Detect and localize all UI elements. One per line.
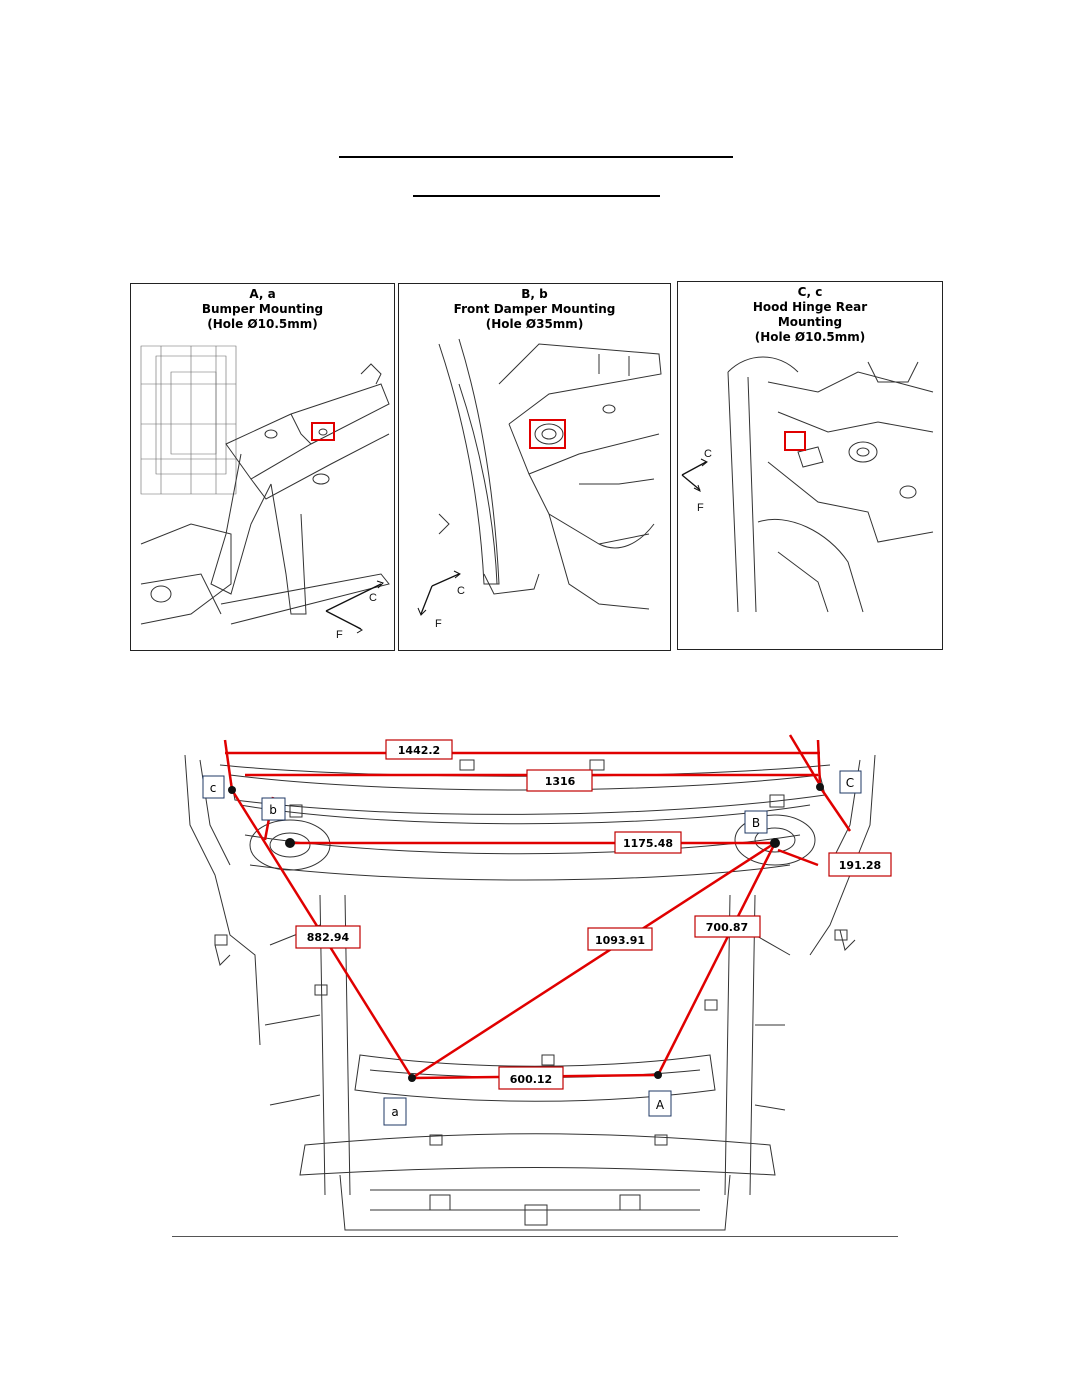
axis-indicator: C F [417, 570, 465, 630]
mounting-highlight-box [784, 431, 806, 451]
panel-front-damper-mounting: B, b Front Damper Mounting (Hole Ø35mm) [398, 283, 671, 651]
panel-a-title: A, a Bumper Mounting (Hole Ø10.5mm) [201, 287, 324, 331]
title-underline-2 [413, 195, 660, 197]
svg-text:C: C [369, 592, 377, 604]
axis-indicator: C F [681, 448, 712, 514]
svg-text:191.28: 191.28 [839, 859, 881, 872]
svg-text:a: a [391, 1105, 398, 1119]
panel-bumper-mounting: A, a Bumper Mounting (Hole Ø10.5mm) [130, 283, 395, 651]
panel-c-title: C, c Hood Hinge Rear Mounting (Hole Ø10.… [752, 285, 868, 344]
svg-text:F: F [697, 502, 704, 514]
front-damper-drawing: C F [417, 338, 662, 630]
axis-indicator: C F [325, 580, 384, 641]
point-label-C-upper: C [839, 770, 862, 794]
svg-text:A: A [656, 1098, 665, 1112]
svg-text:1093.91: 1093.91 [595, 934, 645, 947]
bottom-divider [172, 1236, 898, 1237]
mounting-highlight-box [311, 422, 335, 441]
svg-text:600.12: 600.12 [510, 1073, 552, 1086]
dim-191: 191.28 [828, 852, 892, 877]
svg-text:882.94: 882.94 [307, 931, 350, 944]
panel-hood-hinge-rear-mounting: C, c Hood Hinge Rear Mounting (Hole Ø10.… [677, 281, 943, 650]
front-end-structure [184, 754, 876, 1231]
svg-text:F: F [336, 629, 343, 641]
point-label-a: a [383, 1097, 407, 1126]
measurement-points [228, 783, 824, 1082]
svg-text:b: b [269, 803, 277, 817]
mounting-highlight-box [529, 419, 566, 449]
svg-text:700.87: 700.87 [706, 921, 748, 934]
svg-text:C: C [457, 585, 465, 597]
point-label-b: b [261, 797, 286, 821]
svg-text:B: B [752, 816, 760, 830]
hood-hinge-drawing: C F [681, 356, 934, 613]
svg-text:c: c [210, 781, 217, 795]
svg-text:1316: 1316 [545, 775, 576, 788]
svg-text:1175.48: 1175.48 [623, 837, 673, 850]
svg-text:F: F [435, 618, 442, 630]
point-label-B: B [744, 810, 768, 834]
svg-text:C: C [846, 776, 854, 790]
dimension-lines [223, 734, 852, 1080]
dim-1093: 1093.91 [587, 927, 653, 951]
point-label-A: A [648, 1090, 672, 1117]
dim-1316: 1316 [526, 769, 593, 792]
dim-700: 700.87 [694, 915, 761, 938]
title-underline-1 [339, 156, 733, 158]
dim-1175: 1175.48 [614, 831, 682, 854]
svg-text:C: C [704, 448, 712, 460]
front-structure-dimension-diagram: 1442.2 1316 1175.48 191.28 700.87 1093.9… [184, 734, 892, 1231]
panel-b-title: B, b Front Damper Mounting (Hole Ø35mm) [453, 287, 616, 331]
dim-882: 882.94 [295, 925, 361, 949]
dim-600: 600.12 [498, 1066, 564, 1090]
point-label-c: c [202, 775, 225, 799]
dim-1442: 1442.2 [385, 739, 453, 760]
bumper-mounting-drawing: C F [140, 345, 390, 641]
svg-text:1442.2: 1442.2 [398, 744, 440, 757]
